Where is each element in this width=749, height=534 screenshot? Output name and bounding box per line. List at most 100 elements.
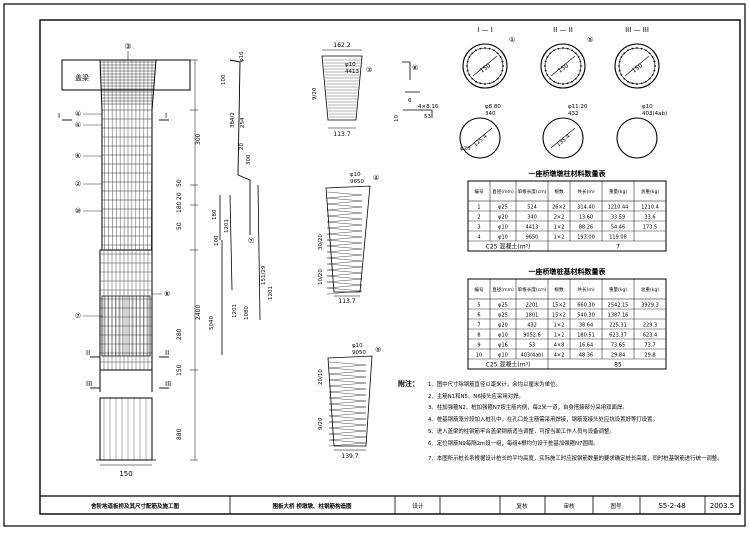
- bar-dim-3: 254: [240, 117, 246, 128]
- rebar-dot: [547, 56, 549, 58]
- stirrup-zigzag: [327, 234, 362, 240]
- pier-material-table-cell: 4413: [526, 225, 539, 231]
- pier-material-table-footer-label: C25 混凝土(m³): [486, 243, 531, 251]
- rebar-dot: [497, 52, 499, 54]
- stirrup-zigzag: [327, 228, 362, 234]
- ring-spec-2: φ10: [642, 104, 653, 110]
- note-1: 1、图中尺寸除钢筋直径以毫米计，余均以厘米为单位。: [428, 380, 561, 388]
- stirrup-mid-spacing2: 10/20: [318, 269, 324, 285]
- elevation-dim: 50: [176, 179, 183, 187]
- stirrup-zigzag: [327, 222, 362, 228]
- section-ref-1: ⑤: [587, 36, 593, 44]
- rebar-dot: [467, 60, 469, 62]
- ring-sub-0: φ20: [460, 146, 471, 152]
- stirrup-bot-spec: φ10: [352, 343, 363, 349]
- rebar-dot: [571, 81, 573, 83]
- pier-material-table-cell: 340: [527, 215, 537, 221]
- project-name: 舍阶地道板桥及其尺寸配筋及施工图: [90, 502, 180, 510]
- ring-spec-1: φ11.20: [568, 104, 588, 110]
- pile-material-table-footer-label: C25 混凝土(m³): [486, 361, 531, 369]
- bar9-len: 53: [424, 114, 431, 120]
- elevation-dim: 280: [176, 328, 183, 340]
- break-line: [100, 370, 152, 392]
- pile-material-table-cell: φ10: [498, 353, 508, 359]
- pier-material-table-cell: 2×2: [554, 215, 565, 221]
- pile-material-table-cell: 53: [529, 343, 535, 349]
- stirrup-bot-ref: ⑤: [375, 346, 381, 354]
- pier-material-table-cell: 2: [477, 215, 480, 221]
- rebar-dot: [466, 65, 468, 67]
- ref-3: ③: [124, 42, 131, 51]
- rebar-dot: [469, 74, 471, 76]
- rebar-dot: [484, 47, 486, 49]
- pile-material-table-cell: 15×2: [552, 313, 566, 319]
- rebar-dot: [469, 56, 471, 58]
- elevation-dim: 150: [176, 364, 183, 376]
- ref-marker: ④: [75, 121, 81, 129]
- rebar-dot: [641, 48, 643, 50]
- ref-marker: ②: [75, 180, 81, 188]
- drawing-no: S5-2-48: [658, 502, 685, 510]
- rebar-dot: [621, 74, 623, 76]
- pier-material-table-header: 共长(m): [577, 188, 594, 195]
- rebar-dot: [467, 70, 469, 72]
- drawing-title: 围板大桥 桥墩墩、柱钢筋构造图: [273, 502, 352, 510]
- pier-material-table-header: 单根长度(cm): [518, 188, 547, 195]
- rebar-dot: [544, 65, 546, 67]
- pile-material-table-header: 直径(mm): [492, 286, 514, 293]
- note-3: 3、柱加强箍N2、桩加强箍N7按主筋内侧，每2米一道，自身搭接部分采用双面焊。: [428, 403, 628, 411]
- cap-beam-label: 盖梁: [75, 73, 89, 82]
- pier-material-table-header: 重量(kg): [609, 188, 628, 195]
- stirrup-zigzag: [327, 192, 362, 198]
- bar-dim-2: 384/2: [230, 112, 236, 128]
- rebar-dot: [489, 82, 491, 84]
- elevation-dim: 880: [176, 428, 183, 440]
- pier-material-table-cell: 1210.44: [608, 205, 629, 211]
- rebar-dot: [618, 65, 620, 67]
- rebar-dot: [571, 50, 573, 52]
- note-7: 7、本图所示桩长系根据设计桩长的平均高度，实际施工时应按钢筋数量的要求确定桩长高…: [428, 454, 723, 462]
- ring-spec-0: φ8.80: [485, 104, 501, 110]
- section-title-0: I — I: [477, 26, 493, 34]
- rebar-dot: [653, 70, 655, 72]
- drawing-date: 2003.5: [710, 502, 735, 510]
- rebar-dot: [501, 70, 503, 72]
- stirrup-bot-base: 139.7: [341, 453, 358, 460]
- bar-dim-5: 300: [246, 154, 252, 165]
- rebar-dot: [493, 50, 495, 52]
- pier-material-table-cell: 33.59: [611, 215, 625, 221]
- stirrup-zigzag: [329, 416, 366, 422]
- pier-material-table-cell: φ20: [498, 215, 508, 221]
- rebar-dot: [502, 65, 504, 67]
- rebar-dot: [501, 60, 503, 62]
- ring-dia-1: 135.4: [556, 133, 572, 148]
- pile-material-table-cell: 73.7: [644, 343, 655, 349]
- stirrup-mid-len: 9650: [350, 179, 364, 185]
- section-dia-2: 150: [631, 62, 645, 74]
- pile-material-table-cell: 6: [477, 313, 480, 319]
- stirrup-zigzag: [327, 252, 362, 258]
- pile-material-table-footer-value: 85: [614, 362, 622, 369]
- stirrup-zigzag: [329, 374, 366, 380]
- stirrup-zigzag: [327, 204, 362, 210]
- pile-material-table-cell: 8: [477, 333, 480, 339]
- rebar-dot: [500, 74, 502, 76]
- drawing-no-label: 图号: [610, 502, 622, 510]
- rebar-dot: [641, 82, 643, 84]
- ref-marker-8: ⑧: [164, 290, 170, 298]
- stirrup-zigzag: [327, 282, 362, 288]
- rebar-dot: [500, 56, 502, 58]
- rebar-dot: [475, 81, 477, 83]
- rebar-dot: [575, 52, 577, 54]
- ring-2: [617, 118, 657, 158]
- pile-material-table-cell: 2201: [526, 303, 539, 309]
- rebar-dot: [652, 74, 654, 76]
- stirrup-zigzag: [329, 398, 366, 404]
- rebar-dot: [631, 82, 633, 84]
- pile-material-table: 一座桥墩桩基材料数量表编号直径(mm)单根长度(cm)根数共长(m)重量(kg)…: [468, 267, 666, 369]
- stirrup-top-spec: φ10: [345, 62, 356, 68]
- stirrup-top-ref: ③: [366, 66, 372, 74]
